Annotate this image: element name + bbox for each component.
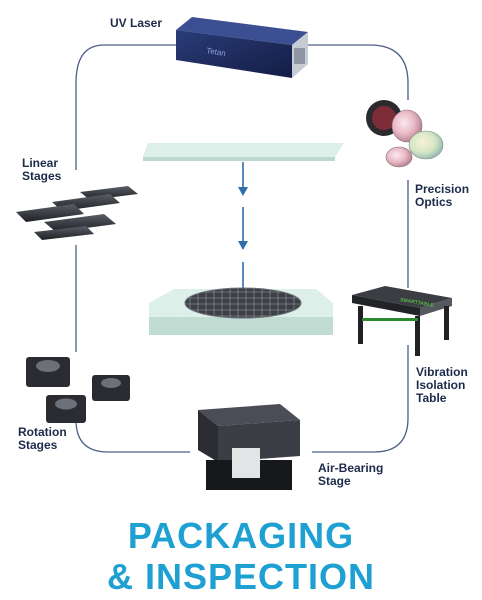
label-vibration-isolation-table: Vibration Isolation Table [416, 366, 468, 405]
title-line-2: & INSPECTION [106, 556, 376, 597]
label-linear-stages: Linear Stages [22, 157, 61, 183]
linear-stages-image [16, 186, 138, 240]
rotation-stages-image [26, 357, 130, 423]
label-line: Linear [22, 156, 59, 170]
label-line: Isolation [416, 378, 466, 392]
label-precision-optics: Precision Optics [415, 183, 469, 209]
precision-optics-image [366, 100, 444, 168]
air-bearing-stage-image [198, 404, 300, 490]
label-line: Stages [18, 438, 58, 452]
label-line: Precision [415, 182, 470, 196]
label-air-bearing-stage: Air-Bearing Stage [318, 462, 383, 488]
label-line: Stages [22, 169, 62, 183]
table-brand-logo: SMARTTABLE [400, 297, 435, 309]
uv-laser-image: Tetan [176, 17, 308, 78]
label-line: Rotation [18, 425, 67, 439]
vibration-table-image: SMARTTABLE [352, 286, 452, 356]
label-uv-laser: UV Laser [110, 16, 163, 30]
label-line: Air-Bearing [318, 461, 384, 475]
laser-brand-logo: Tetan [206, 46, 227, 58]
title-line-1: PACKAGING [127, 515, 355, 556]
label-line: Vibration [416, 365, 468, 379]
process-loop-line [75, 44, 409, 453]
label-line: Table [416, 391, 447, 405]
label-line: Stage [318, 474, 351, 488]
upper-plate [143, 143, 344, 161]
downward-arrows [238, 162, 248, 298]
label-line: Optics [415, 195, 453, 209]
label-rotation-stages: Rotation Stages [18, 426, 67, 452]
